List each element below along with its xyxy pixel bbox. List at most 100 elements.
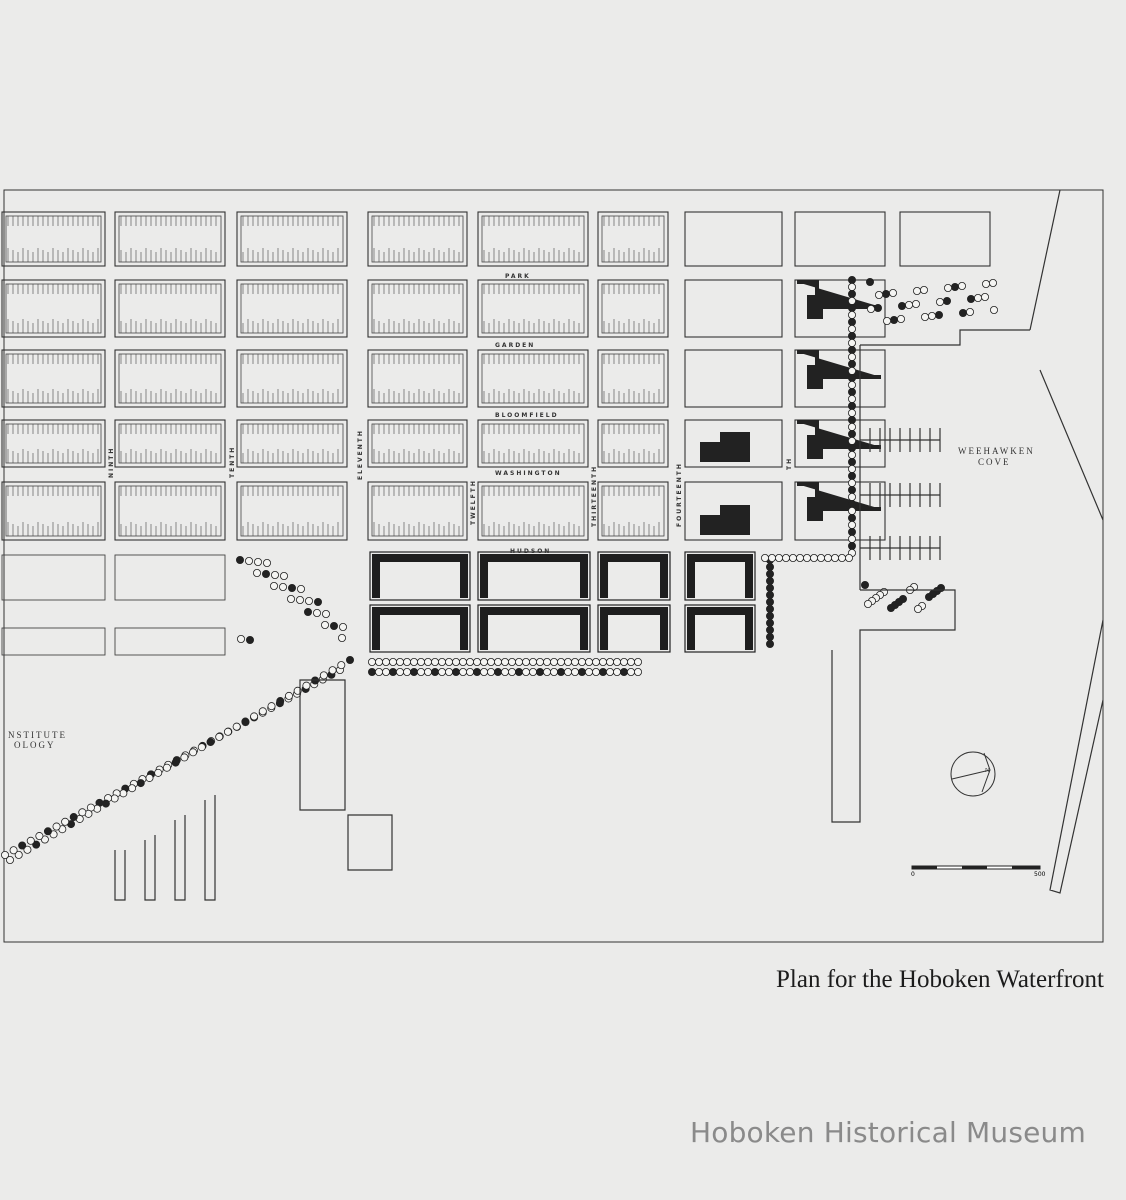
- tree-icon: [936, 297, 945, 306]
- tree-icon: [592, 668, 601, 677]
- city-block: [1, 211, 106, 267]
- new-building-block: [684, 604, 756, 653]
- tree-icon: [914, 605, 923, 614]
- tree-icon: [890, 315, 899, 324]
- tree-icon: [897, 314, 906, 323]
- tree-icon: [162, 763, 171, 772]
- tree-icon: [887, 604, 896, 613]
- tree-icon: [967, 294, 976, 303]
- tree-icon: [312, 609, 321, 618]
- street-label-fourteenth: FOURTEENTH: [676, 462, 683, 527]
- tree-icon: [627, 668, 636, 677]
- tree-icon: [6, 856, 14, 865]
- tree-icon: [303, 608, 312, 617]
- tree-icon: [578, 658, 587, 667]
- tree-icon: [26, 836, 35, 845]
- tree-icon: [437, 658, 446, 667]
- tree-icon: [848, 331, 857, 340]
- tree-icon: [634, 658, 643, 667]
- tree-icon: [465, 668, 474, 677]
- city-block: [684, 349, 783, 408]
- tree-icon: [110, 794, 119, 803]
- tree-icon: [848, 366, 857, 375]
- city-block: [114, 481, 226, 541]
- city-block: [367, 279, 468, 338]
- tree-icon: [215, 732, 224, 741]
- tree-icon: [270, 571, 279, 580]
- tree-icon: [848, 464, 857, 473]
- tree-icon: [522, 658, 531, 667]
- tree-icon: [119, 789, 128, 798]
- tree-icon: [507, 658, 516, 667]
- tree-icon: [261, 570, 270, 579]
- tree-icon: [564, 668, 573, 677]
- tree-icon: [128, 784, 137, 793]
- tree-icon: [848, 373, 857, 382]
- tree-icon: [882, 289, 891, 298]
- city-block: [114, 419, 226, 468]
- tree-icon: [620, 668, 629, 677]
- tree-icon: [493, 668, 502, 677]
- tree-icon: [302, 681, 311, 690]
- tree-icon: [766, 626, 775, 635]
- tree-icon: [557, 668, 566, 677]
- tree-icon: [867, 304, 876, 313]
- tree-icon: [423, 658, 432, 667]
- tree-icon: [267, 702, 276, 711]
- tree-icon: [9, 846, 18, 855]
- tree-icon: [810, 554, 819, 563]
- new-building-block: [597, 551, 671, 601]
- city-block: [597, 211, 669, 267]
- tree-icon: [848, 324, 857, 333]
- tree-icon: [437, 668, 446, 677]
- new-building-block: [369, 551, 471, 601]
- city-block: [477, 279, 589, 338]
- tree-icon: [402, 668, 411, 677]
- tree-icon: [848, 415, 857, 424]
- tree-icon: [966, 307, 975, 316]
- tree-icon: [395, 668, 404, 677]
- tree-icon: [848, 282, 857, 291]
- tree-icon: [388, 658, 397, 667]
- tree-icon: [606, 658, 615, 667]
- tree-icon: [252, 569, 261, 578]
- tree-icon: [337, 661, 346, 670]
- tree-icon: [925, 593, 934, 602]
- tree-icon: [831, 554, 840, 563]
- tree-icon: [848, 296, 857, 305]
- tree-icon: [848, 535, 857, 544]
- weehawken-cove-label-2: COVE: [978, 457, 1011, 467]
- tree-icon: [507, 668, 516, 677]
- tree-icon: [796, 554, 805, 563]
- tree-icon: [35, 832, 44, 841]
- tree-icon: [766, 633, 775, 642]
- city-blocks: [1, 211, 991, 656]
- city-block: [367, 419, 468, 468]
- tree-icon: [578, 668, 587, 677]
- tree-icon: [313, 598, 322, 607]
- tree-icon: [536, 658, 545, 667]
- city-block: [367, 349, 468, 408]
- tree-icon: [845, 554, 854, 563]
- tree-icon: [472, 658, 481, 667]
- city-block: [114, 349, 226, 408]
- tree-icon: [206, 738, 215, 747]
- city-block: [114, 554, 226, 601]
- new-building-block: [477, 551, 591, 601]
- new-building-block: [684, 551, 756, 601]
- map-frame: [3, 189, 1104, 943]
- tree-icon: [61, 817, 70, 826]
- tree-icon: [848, 387, 857, 396]
- tree-icon: [766, 563, 775, 572]
- city-block: [114, 627, 226, 656]
- tree-icon: [848, 514, 857, 523]
- institute-label: NSTITUTE: [8, 730, 67, 740]
- tree-icon: [236, 635, 245, 644]
- tree-icon: [430, 668, 439, 677]
- city-block: [794, 279, 886, 338]
- tree-icon: [768, 554, 777, 563]
- tree-icon: [287, 584, 296, 593]
- city-block: [236, 419, 348, 468]
- tree-icon: [52, 822, 61, 831]
- tree-icon: [472, 668, 481, 677]
